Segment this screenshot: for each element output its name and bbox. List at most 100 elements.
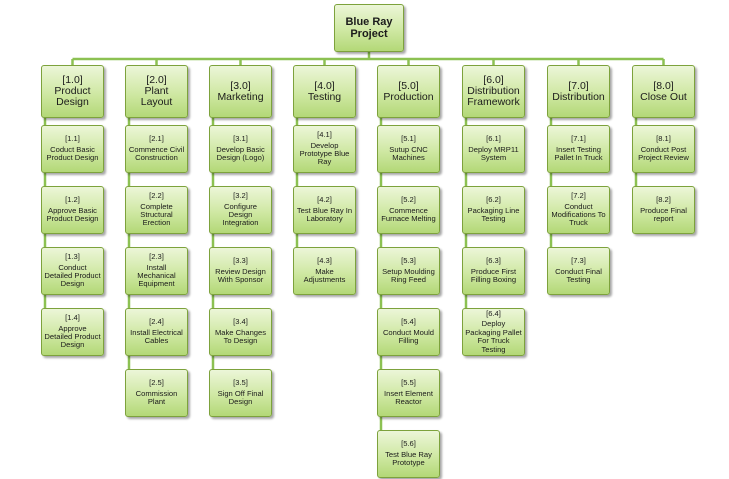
wbs-label: Deploy Packaging Pallet For Truck Testin…	[465, 319, 522, 354]
wbs-code: [2.2]	[149, 191, 164, 201]
task-node-5-4: [5.4]Conduct Mould Filling	[377, 308, 440, 356]
wbs-code: [1.1]	[65, 134, 80, 144]
task-node-6-2: [6.2]Packaging Line Testing	[462, 186, 525, 234]
wbs-label: Make Adjustments	[303, 266, 346, 285]
wbs-label: Setup Moulding Ring Feed	[382, 266, 435, 285]
wbs-code: [2.4]	[149, 317, 164, 327]
wbs-label: Test Blue Ray Prototype	[385, 449, 432, 468]
wbs-label: Marketing	[217, 90, 264, 103]
wbs-label: Conduct Mould Filling	[382, 327, 435, 346]
wbs-label: Produce First Filling Boxing	[470, 266, 517, 285]
wbs-code: [4.0]	[314, 79, 335, 92]
task-node-4-3: [4.3]Make Adjustments	[293, 247, 356, 295]
wbs-code: [3.4]	[233, 317, 248, 327]
task-node-1-3: [1.3]Conduct Detailed Product Design	[41, 247, 104, 295]
wbs-code: [8.1]	[656, 134, 671, 144]
wbs-code: [6.3]	[486, 256, 501, 266]
wbs-label: Insert Testing Pallet In Truck	[554, 144, 603, 163]
task-node-2-5: [2.5]Commission Plant	[125, 369, 188, 417]
phase-node-1: [1.0]Product Design	[41, 65, 104, 118]
wbs-label: Install Electrical Cables	[130, 327, 183, 346]
wbs-label: Plant Layout	[140, 85, 173, 108]
task-node-2-1: [2.1]Commence Civil Construction	[125, 125, 188, 173]
task-node-5-6: [5.6]Test Blue Ray Prototype	[377, 430, 440, 478]
task-node-5-1: [5.1]Sutup CNC Machines	[377, 125, 440, 173]
wbs-label: Configure Design Integration	[222, 201, 259, 228]
wbs-code: [3.3]	[233, 256, 248, 266]
wbs-label: Approve Basic Product Design	[46, 205, 99, 224]
task-node-5-3: [5.3]Setup Moulding Ring Feed	[377, 247, 440, 295]
task-node-6-1: [6.1]Deploy MRP11 System	[462, 125, 525, 173]
task-node-5-5: [5.5]Insert Element Reactor	[377, 369, 440, 417]
task-node-1-4: [1.4]Approve Detailed Product Design	[41, 308, 104, 356]
task-node-5-2: [5.2]Commence Furnace Melting	[377, 186, 440, 234]
project-root-node: Blue Ray Project	[334, 4, 404, 52]
wbs-label: Blue Ray Project	[345, 16, 393, 40]
wbs-code: [1.4]	[65, 313, 80, 323]
wbs-code: [5.1]	[401, 134, 416, 144]
phase-node-4: [4.0]Testing	[293, 65, 356, 118]
wbs-label: Conduct Final Testing	[555, 266, 602, 285]
task-node-3-3: [3.3]Review Design With Sponsor	[209, 247, 272, 295]
wbs-label: Deploy MRP11 System	[468, 144, 519, 163]
wbs-code: [8.2]	[656, 195, 671, 205]
phase-node-5: [5.0]Production	[377, 65, 440, 118]
phase-node-2: [2.0]Plant Layout	[125, 65, 188, 118]
wbs-code: [6.1]	[486, 134, 501, 144]
wbs-code: [2.1]	[149, 134, 164, 144]
wbs-label: Packaging Line Testing	[467, 205, 520, 224]
wbs-label: Develop Basic Design (Logo)	[216, 144, 265, 163]
wbs-code: [7.0]	[568, 79, 589, 92]
task-node-8-2: [8.2]Produce Final report	[632, 186, 695, 234]
wbs-code: [5.0]	[398, 79, 419, 92]
wbs-code: [3.5]	[233, 378, 248, 388]
wbs-code: [7.2]	[571, 191, 586, 201]
wbs-label: Approve Detailed Product Design	[44, 323, 101, 350]
wbs-label: Production	[383, 90, 434, 103]
task-node-7-1: [7.1]Insert Testing Pallet In Truck	[547, 125, 610, 173]
wbs-label: Distribution	[552, 90, 605, 103]
wbs-code: [4.3]	[317, 256, 332, 266]
wbs-label: Produce Final report	[640, 205, 687, 224]
wbs-code: [6.4]	[486, 308, 501, 318]
wbs-label: Conduct Detailed Product Design	[44, 262, 101, 289]
wbs-code: [5.3]	[401, 256, 416, 266]
wbs-code: [5.6]	[401, 439, 416, 449]
wbs-label: Sign Off Final Design	[217, 388, 264, 407]
wbs-code: [5.2]	[401, 195, 416, 205]
wbs-code: [3.1]	[233, 134, 248, 144]
phase-node-6: [6.0]Distribution Framework	[462, 65, 525, 118]
wbs-code: [3.0]	[230, 79, 251, 92]
task-node-2-4: [2.4]Install Electrical Cables	[125, 308, 188, 356]
wbs-code: [6.0]	[483, 74, 504, 86]
wbs-code: [6.2]	[486, 195, 501, 205]
task-node-2-3: [2.3]Install Mechanical Equipment	[125, 247, 188, 295]
wbs-label: Conduct Post Project Review	[638, 144, 689, 163]
wbs-label: Coduct Basic Product Design	[46, 144, 99, 163]
wbs-code: [5.5]	[401, 378, 416, 388]
task-node-8-1: [8.1]Conduct Post Project Review	[632, 125, 695, 173]
task-node-7-2: [7.2]Conduct Modifications To Truck	[547, 186, 610, 234]
wbs-code: [2.5]	[149, 378, 164, 388]
wbs-code: [2.3]	[149, 252, 164, 262]
wbs-label: Conduct Modifications To Truck	[551, 201, 606, 228]
wbs-code: [3.2]	[233, 191, 248, 201]
wbs-code: [1.3]	[65, 252, 80, 262]
wbs-code: [4.2]	[317, 195, 332, 205]
wbs-label: Make Changes To Design	[214, 327, 267, 346]
wbs-label: Product Design	[54, 85, 91, 108]
wbs-label: Test Blue Ray In Laboratory	[296, 205, 353, 224]
task-node-3-4: [3.4]Make Changes To Design	[209, 308, 272, 356]
wbs-label: Commission Plant	[135, 388, 178, 407]
task-node-4-1: [4.1]Develop Prototype Blue Ray	[293, 125, 356, 173]
task-node-6-3: [6.3]Produce First Filling Boxing	[462, 247, 525, 295]
wbs-label: Develop Prototype Blue Ray	[299, 140, 350, 167]
wbs-label: Sutup CNC Machines	[389, 144, 428, 163]
wbs-code: [5.4]	[401, 317, 416, 327]
wbs-code: [1.2]	[65, 195, 80, 205]
wbs-code: [7.3]	[571, 256, 586, 266]
task-node-2-2: [2.2]Complete Structural Erection	[125, 186, 188, 234]
task-node-3-2: [3.2]Configure Design Integration	[209, 186, 272, 234]
phase-node-3: [3.0]Marketing	[209, 65, 272, 118]
